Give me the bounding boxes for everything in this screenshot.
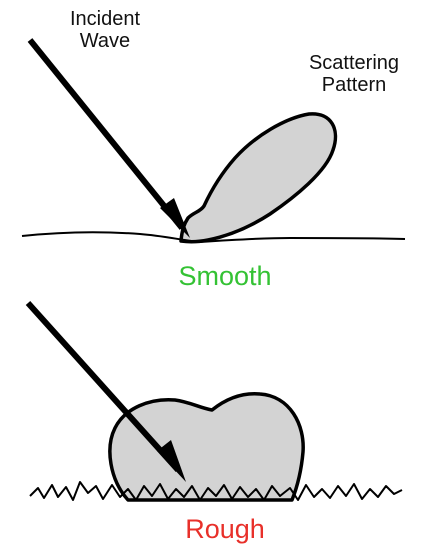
- incident-wave-label: Incident Wave: [50, 8, 160, 52]
- scattering-label-line2: Pattern: [286, 74, 422, 96]
- scattering-label-line1: Scattering: [286, 52, 422, 74]
- smooth-label: Smooth: [150, 262, 300, 292]
- scattering-pattern-label: Scattering Pattern: [286, 52, 422, 96]
- rough-label: Rough: [150, 515, 300, 545]
- rough-incident-arrow: [28, 303, 178, 470]
- rough-scattering-lobe: [110, 394, 303, 500]
- smooth-incident-arrow: [30, 40, 182, 228]
- incident-label-line1: Incident: [50, 8, 160, 30]
- incident-label-line2: Wave: [50, 30, 160, 52]
- smooth-scattering-lobe: [181, 114, 335, 242]
- rough-panel: [28, 303, 402, 500]
